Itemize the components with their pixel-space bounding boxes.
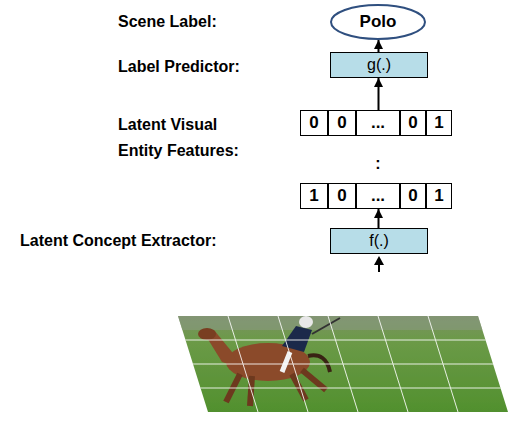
feature-cell: 1 [426, 110, 452, 136]
feature-cell: ... [356, 183, 400, 209]
row-label: Label Predictor: [118, 57, 240, 77]
node-text: f(.) [369, 232, 389, 250]
node-text: Polo [360, 12, 397, 32]
rider-helmet [299, 316, 313, 328]
grid-line [170, 340, 510, 341]
label-predictor-box: g(.) [330, 52, 428, 78]
polo-photo [170, 310, 510, 420]
node-text: ... [371, 113, 385, 133]
input-arrowhead [374, 256, 384, 265]
connector-arrow [378, 209, 380, 228]
grid-line [170, 388, 510, 389]
horse-leg [292, 374, 306, 400]
row-label: Latent Visual Entity Features: [118, 112, 253, 164]
horse-head [198, 328, 216, 340]
row-label: Latent Concept Extractor: [20, 231, 216, 251]
node-text: ... [371, 186, 385, 206]
node-text: 0 [408, 186, 417, 206]
feature-cell: 0 [328, 183, 356, 209]
node-text: 1 [309, 186, 318, 206]
mallet [312, 318, 340, 334]
field [170, 310, 510, 420]
node-text: 1 [434, 113, 443, 133]
node-text: 1 [434, 186, 443, 206]
ellipsis-mark: : [372, 154, 384, 174]
feature-cell: ... [356, 110, 400, 136]
grid-lines [170, 316, 510, 412]
input-arrow [378, 265, 380, 272]
concept-extractor-box: f(.) [330, 228, 428, 254]
feature-cell: 0 [328, 110, 356, 136]
oval-shape [331, 5, 425, 39]
feature-cell: 0 [400, 183, 426, 209]
connector-arrow [378, 78, 380, 110]
node-text: 0 [337, 186, 346, 206]
rider-torso [282, 326, 312, 352]
feature-cell: 0 [300, 110, 328, 136]
feature-cell: 0 [400, 110, 426, 136]
rider-leg [282, 352, 290, 372]
feature-cell: 1 [300, 183, 328, 209]
feature-cell: 1 [426, 183, 452, 209]
node-text: g(.) [367, 56, 391, 74]
horse-leg [302, 370, 326, 390]
connector-arrow [378, 40, 380, 52]
node-text: 0 [408, 113, 417, 133]
row-label: Scene Label: [118, 12, 217, 32]
node-text: 0 [337, 113, 346, 133]
scene-label-oval: Polo [330, 4, 426, 40]
node-text: 0 [309, 113, 318, 133]
grid-line [170, 364, 510, 365]
